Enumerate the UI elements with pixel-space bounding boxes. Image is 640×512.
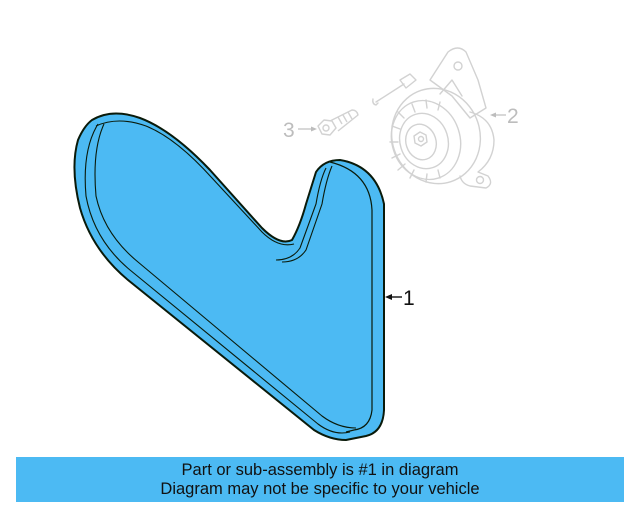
banner-line-part-number: Part or sub-assembly is #1 in diagram: [181, 460, 459, 479]
banner-line-disclaimer: Diagram may not be specific to your vehi…: [160, 479, 480, 498]
callout-number-3: 3: [283, 119, 295, 142]
tensioner-assembly: [372, 47, 495, 189]
bolt: [317, 109, 359, 136]
callout-1: 1: [385, 287, 415, 310]
callout-2: 2: [490, 105, 519, 128]
callout-3: 3: [283, 119, 317, 142]
disclaimer-banner: Part or sub-assembly is #1 in diagram Di…: [16, 457, 624, 502]
serpentine-belt: [73, 112, 385, 441]
callout-number-2: 2: [507, 105, 519, 128]
callout-number-1: 1: [403, 287, 415, 310]
